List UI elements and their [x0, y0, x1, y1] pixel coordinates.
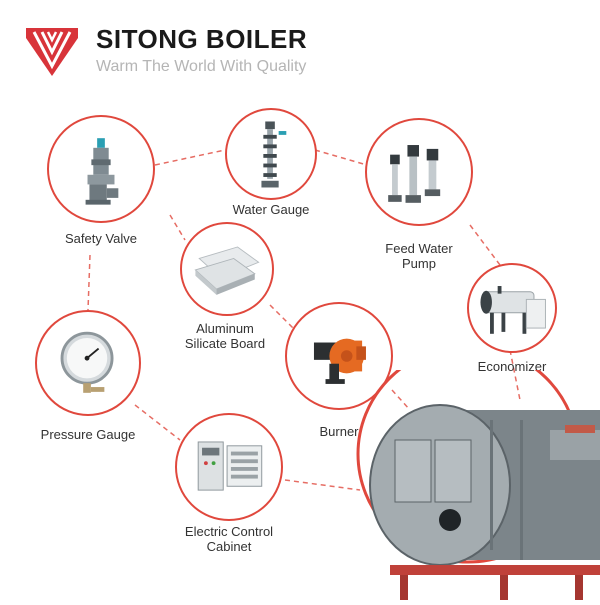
sitong-logo-icon [20, 18, 84, 82]
safety-valve-label: Safety Valve [64, 231, 138, 246]
feed-water-pump-image [365, 118, 473, 226]
brand-name: SITONG BOILER [96, 24, 308, 54]
connector-line [134, 404, 181, 441]
pressure-gauge-label: Pressure Gauge [40, 427, 136, 442]
electric-cabinet-image [175, 413, 283, 521]
electric-cabinet-label: Electric Control Cabinet [164, 524, 294, 554]
economizer-label: Economizer [477, 359, 547, 374]
connector-line [269, 304, 296, 331]
brand-slogan: Warm The World With Quality [96, 58, 307, 75]
connector-line [87, 254, 91, 311]
electric-cabinet-label-line1: Electric Control [184, 524, 274, 539]
connector-line [284, 479, 361, 491]
feed-water-pump-label-line2: Pump [402, 256, 436, 271]
burner-image [285, 302, 393, 410]
aluminum-board-icon [194, 246, 260, 295]
safety-valve-image [47, 115, 155, 223]
water-gauge-image [225, 108, 317, 200]
pressure-gauge-icon [60, 331, 114, 393]
economizer-icon [480, 286, 546, 334]
electric-cabinet-icon [197, 441, 263, 491]
aluminum-board-label: Aluminum Silicate Board [170, 321, 280, 351]
connector-line [391, 389, 411, 411]
pressure-gauge-image [35, 310, 141, 416]
connector-line [469, 224, 501, 266]
aluminum-board-label-line1: Aluminum [196, 321, 254, 336]
connector-line [314, 149, 368, 166]
safety-valve-icon [85, 138, 119, 205]
water-gauge-label: Water Gauge [232, 202, 310, 217]
aluminum-board-image [180, 222, 274, 316]
feed-water-pump-label: Feed Water Pump [369, 241, 469, 271]
burner-icon [313, 338, 366, 384]
water-gauge-icon [261, 121, 287, 188]
electric-cabinet-label-line2: Cabinet [206, 539, 252, 554]
aluminum-board-label-line2: Silicate Board [184, 336, 266, 351]
connector-line [154, 149, 226, 166]
burner-label: Burner [319, 424, 359, 439]
economizer-image [467, 263, 557, 353]
feed-water-pump-icon [388, 145, 441, 203]
boiler-image [350, 344, 600, 600]
feed-water-pump-label-line1: Feed Water [385, 241, 453, 256]
connector-line [169, 214, 186, 241]
